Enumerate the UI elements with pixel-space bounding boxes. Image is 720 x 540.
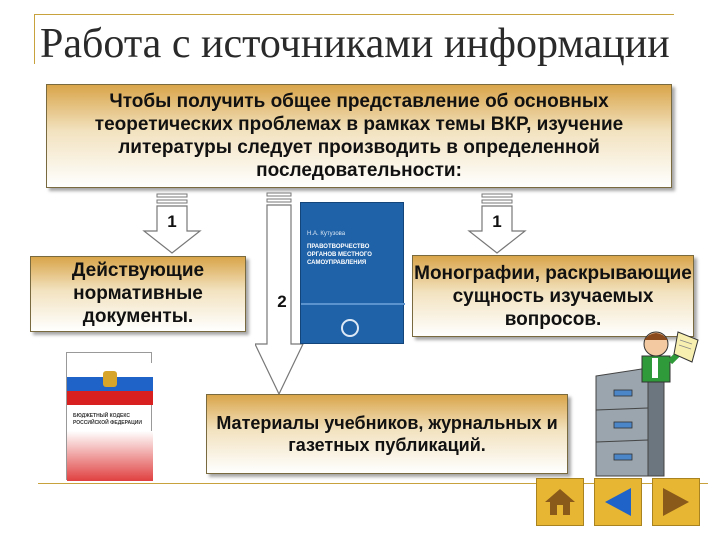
arrow-left	[142, 193, 202, 254]
step-box-normative: Действующие нормативные документы.	[30, 256, 246, 332]
intro-box: Чтобы получить общее представление об ос…	[46, 84, 672, 188]
left-rule	[34, 14, 35, 64]
book-logo-icon	[341, 319, 359, 337]
arrow-right	[467, 193, 527, 254]
book-title: ПРАВОТВОРЧЕСТВО ОРГАНОВ МЕСТНОГО САМОУПР…	[307, 244, 372, 266]
slide-title: Работа с источниками информации	[40, 21, 670, 67]
top-rule	[34, 14, 674, 15]
next-slide-button[interactable]	[652, 478, 700, 526]
budget-code-book-image: БЮДЖЕТНЫЙ КОДЕКС РОССИЙСКОЙ ФЕДЕРАЦИИ	[66, 352, 153, 481]
step-label-normative: Действующие нормативные документы.	[71, 260, 205, 327]
triangle-left-icon	[605, 488, 631, 516]
step-label-textbooks: Материалы учебников, журнальных и газетн…	[216, 413, 558, 455]
triangle-right-icon	[663, 488, 689, 516]
budget-code-title: БЮДЖЕТНЫЙ КОДЕКС РОССИЙСКОЙ ФЕДЕРАЦИИ	[73, 413, 142, 426]
bottom-rule	[38, 483, 708, 484]
previous-slide-button[interactable]	[594, 478, 642, 526]
book-cover-image: Н.А. Кутузова ПРАВОТВОРЧЕСТВО ОРГАНОВ МЕ…	[300, 202, 405, 344]
step-number-center: 2	[277, 292, 287, 311]
arrow-center	[255, 192, 304, 396]
coat-of-arms-icon	[103, 371, 117, 387]
step-number-right: 1	[492, 212, 502, 231]
home-button[interactable]	[536, 478, 584, 526]
step-label-monographs: Монографии, раскрывающие сущность изучае…	[414, 262, 692, 330]
step-number-left: 1	[167, 212, 177, 231]
book-author: Н.А. Кутузова	[307, 231, 346, 237]
man-filing-cabinet-image	[595, 331, 699, 477]
intro-text: Чтобы получить общее представление об ос…	[94, 91, 624, 181]
step-box-textbooks: Материалы учебников, журнальных и газетн…	[206, 394, 568, 474]
home-icon	[545, 489, 575, 515]
step-box-monographs: Монографии, раскрывающие сущность изучае…	[412, 255, 694, 337]
